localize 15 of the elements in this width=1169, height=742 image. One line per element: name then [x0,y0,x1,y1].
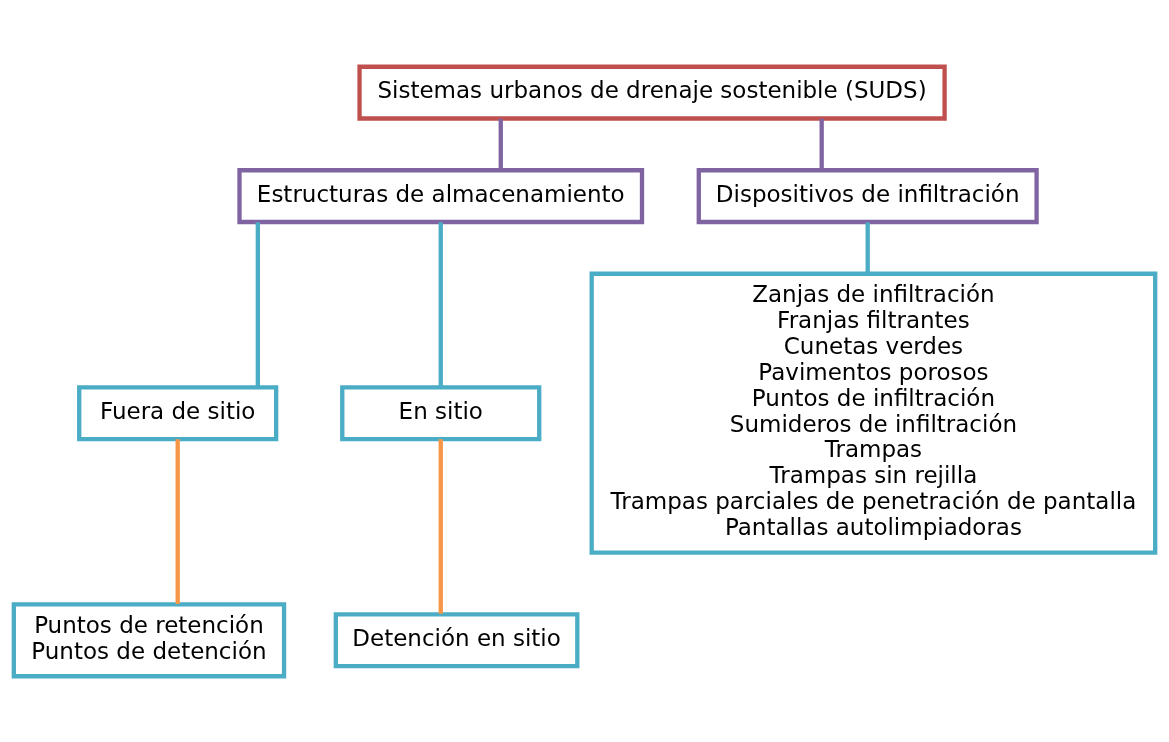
connector [498,118,503,170]
connector [819,118,824,170]
node-box: Puntos de retención Puntos de detención [11,601,287,678]
connector [175,438,180,604]
node-box: En sitio [340,384,542,441]
node-box: Detención en sitio [333,611,580,668]
connector [255,221,260,387]
connector [438,221,443,387]
node-box: Dispositivos de infiltración [696,167,1039,224]
node-box: Sistemas urbanos de drenaje sostenible (SUDS) [357,64,947,121]
node-box: Zanjas de infiltración Franjas filtrantes Cunetas verdes Pavimentos porosos Puntos de infiltración Sumideros de infiltración Trampas Trampas sin rejilla Trampas parciales de penetración de pantalla Pantallas autolimpiadoras [589,271,1158,555]
connector [438,438,443,614]
connector [865,221,870,274]
node-box: Estructuras de almacenamiento [237,167,645,224]
node-box: Fuera de sitio [77,384,279,441]
